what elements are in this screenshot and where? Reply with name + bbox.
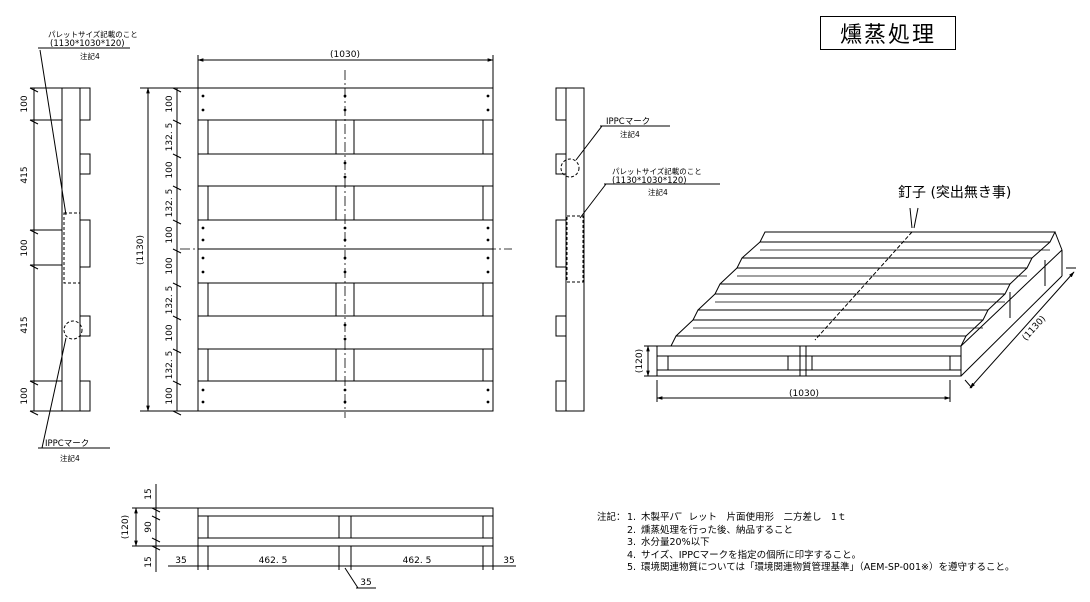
left-side-view [29,47,130,449]
top-view-dims: (1030) (1130) 100 132. 5 100 132. 5 100 … [136,50,360,405]
note-row: 注記： 1. 木製平パ゜レット 片面使用形 二方差し 1ｔ [597,512,1014,525]
size-dims-left: (1130*1030*120) [50,39,125,49]
dim-front-h1: 35 [175,556,186,566]
dim-side-5: 100 [20,387,30,404]
note-ref-right-1: 注記4 [620,129,640,139]
note-num: 3. [627,537,637,549]
note-num: 4. [627,549,637,561]
dim-side-2: 415 [20,166,30,183]
ippc-label-right: IPPCマーク [606,117,650,127]
left-callouts: パレットサイズ記載のこと (1130*1030*120) 注記4 IPPCマーク… [45,29,138,463]
dim-front-v3: 15 [144,556,154,567]
dim-width: (1030) [330,50,360,60]
note-row: 3. 水分量20%以下 [597,537,1014,550]
dim-front-h4: 35 [503,556,514,566]
dim-top-4: 132. 5 [165,189,175,218]
note-text: 環境関連物質については「環境関連物質管理基準」（AEM-SP-001※）を遵守す… [641,562,1015,574]
note-ref-left-2: 注記4 [60,453,80,463]
note-ref-left-1: 注記4 [80,51,100,61]
dim-top-9: 132. 5 [165,351,175,380]
dim-top-5: 100 [165,226,175,243]
drawing-title: 燻蒸処理 [839,23,936,48]
dim-front-height: (120) [121,515,131,539]
dim-top-10: 100 [165,387,175,404]
dim-top-2: 132. 5 [165,123,175,152]
iso-dim-height: (120) [635,349,645,373]
isometric-view [644,207,1076,402]
dim-front-v2: 90 [144,521,154,533]
size-label-left: パレットサイズ記載のこと [48,29,138,39]
dim-top-8: 100 [165,324,175,341]
front-view-dims: (120) 15 90 15 35 462. 5 462. 5 35 35 [121,488,515,588]
iso-dim-length: (1130) [1021,314,1048,343]
notes-label: 注記： [597,512,626,523]
dim-side-3: 100 [20,239,30,256]
nail-label: 釘子 (突出無き事) [898,184,1011,201]
dim-length: (1130) [136,235,146,265]
left-side-dims: 100 415 100 415 100 [20,95,30,404]
note-num: 5. [627,562,637,574]
isometric-labels: 釘子 (突出無き事) (1030) (120) (1130) [635,184,1048,399]
note-text: 木製平パ゜レット 片面使用形 二方差し 1ｔ [641,512,847,523]
size-dims-right: (1130*1030*120) [612,176,687,186]
note-row: 4. サイズ、IPPCマークを指定の個所に印字すること。 [597,550,1014,563]
dim-side-1: 100 [20,95,30,112]
front-view [132,484,516,589]
dim-front-h2: 462. 5 [259,556,288,566]
nail-dots [201,94,490,404]
ippc-label-left: IPPCマーク [45,439,89,449]
top-view [140,55,512,418]
iso-dim-width: (1030) [789,389,819,399]
dim-side-4: 415 [20,316,30,333]
dim-front-h3: 462. 5 [403,556,432,566]
size-label-right: パレットサイズ記載のこと [612,166,702,176]
note-text: 燻蒸処理を行った後、納品すること [641,524,794,536]
note-text: 水分量20%以下 [641,537,710,549]
note-row: 5. 環境関連物質については「環境関連物質管理基準」（AEM-SP-001※）を… [597,562,1014,575]
dim-top-3: 100 [165,161,175,178]
dim-top-7: 132. 5 [165,286,175,315]
dim-top-1: 100 [165,95,175,112]
dim-front-v1: 15 [144,488,154,499]
dim-top-6: 100 [165,257,175,274]
note-ref-right-2: 注記4 [648,187,668,197]
right-callouts: IPPCマーク 注記4 パレットサイズ記載のこと (1130*1030*120)… [606,117,702,197]
note-row: 2. 燻蒸処理を行った後、納品すること [597,525,1014,538]
notes-block: 注記： 1. 木製平パ゜レット 片面使用形 二方差し 1ｔ 2. 燻蒸処理を行っ… [597,512,1014,575]
title-box: 燻蒸処理 [820,16,956,50]
note-num: 1. [627,512,637,523]
dim-front-post: 35 [360,578,371,588]
right-side-view [555,87,720,412]
note-num: 2. [627,524,637,536]
note-text: サイズ、IPPCマークを指定の個所に印字すること。 [641,549,862,561]
